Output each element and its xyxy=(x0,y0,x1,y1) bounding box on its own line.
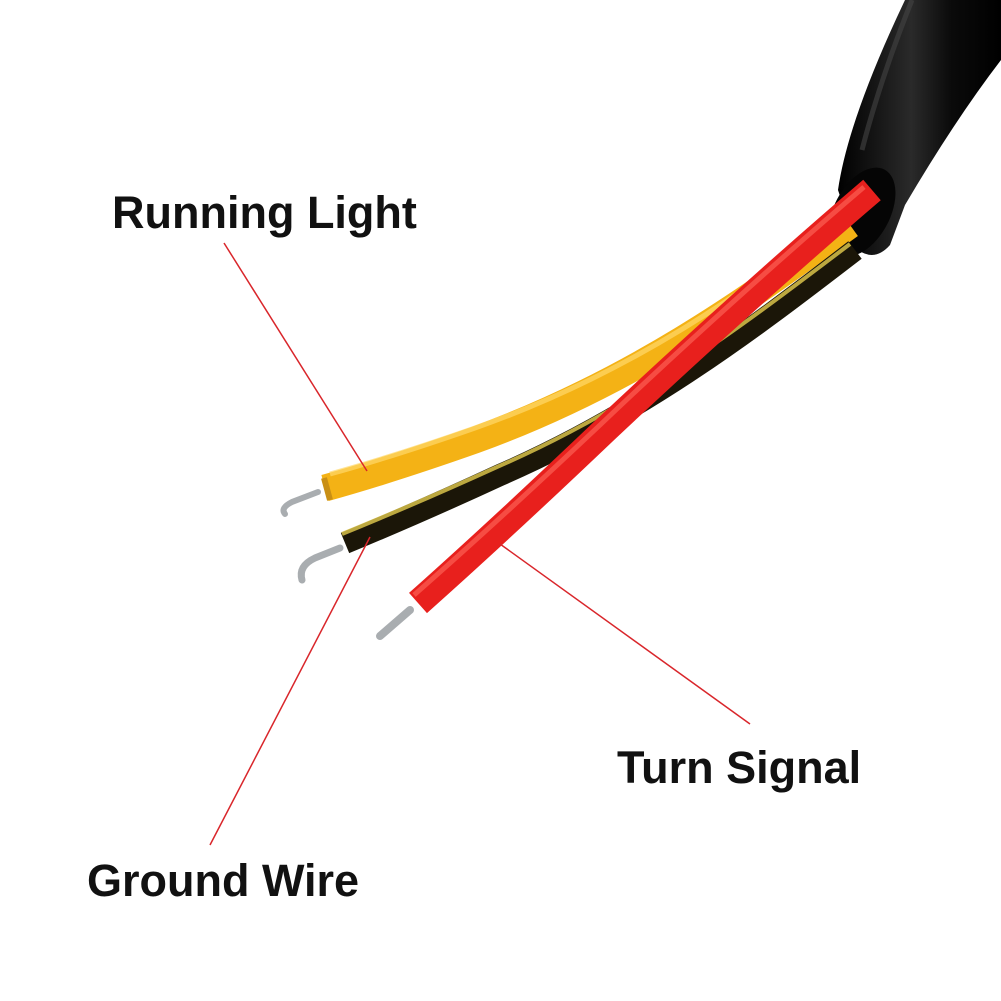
turn-signal-wire xyxy=(376,179,881,640)
ground-wire xyxy=(297,241,862,584)
ground-wire-label: Ground Wire xyxy=(87,855,360,906)
running-light-conductor xyxy=(280,489,321,517)
turn-signal-leader xyxy=(499,543,751,725)
running-light-label: Running Light xyxy=(112,187,417,238)
turn-signal-label: Turn Signal xyxy=(617,742,862,793)
running-light-leader xyxy=(223,242,368,472)
ground-wire-conductor xyxy=(297,544,344,584)
turn-signal-conductor xyxy=(376,606,414,640)
ground-wire-leader xyxy=(209,536,371,846)
